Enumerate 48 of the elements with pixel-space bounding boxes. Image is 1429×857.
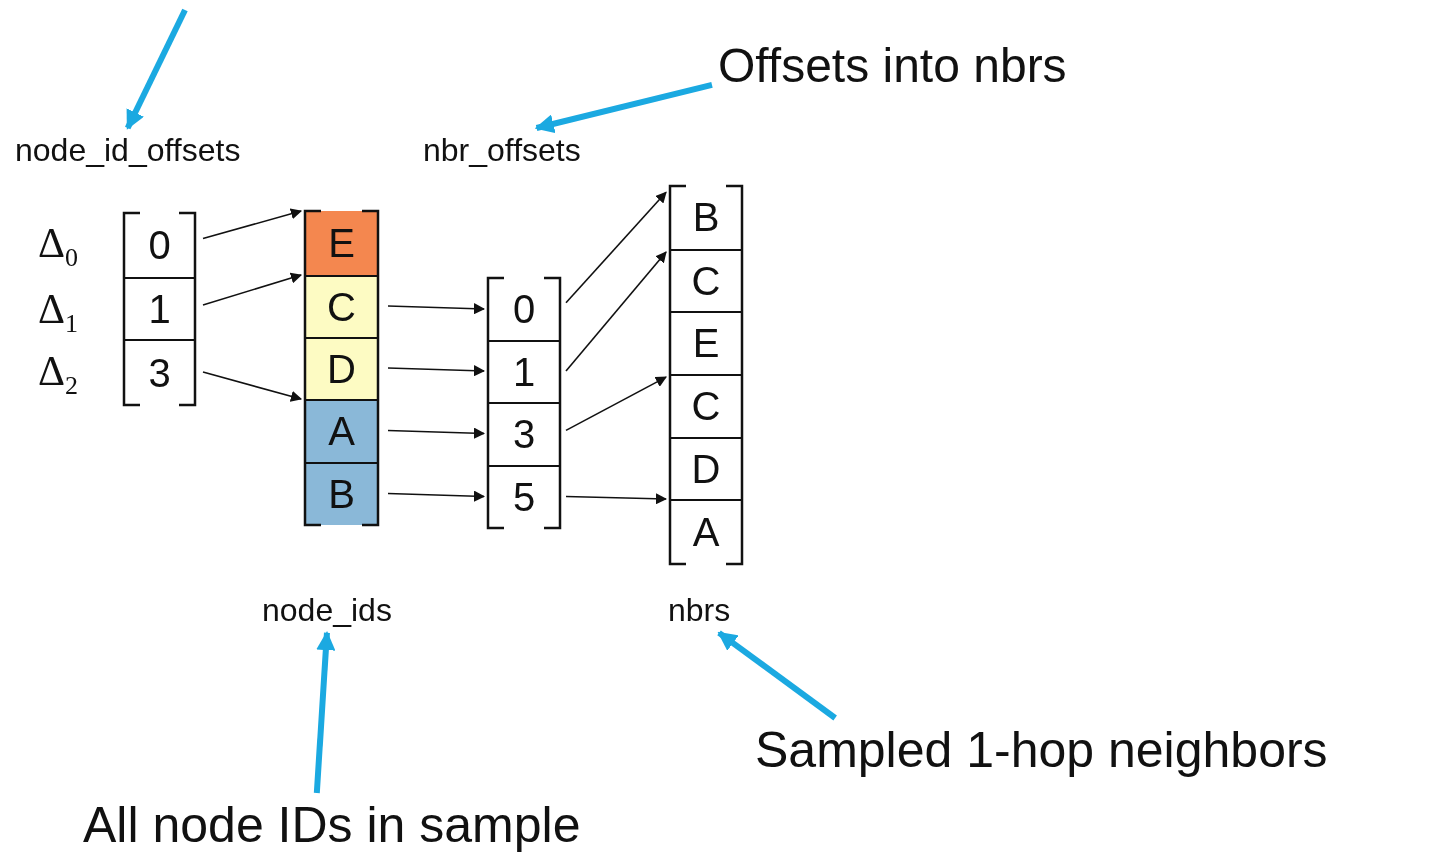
delta-label: Δ$_{2}$ — [38, 347, 78, 402]
arrow — [202, 272, 303, 306]
arrow — [387, 303, 486, 315]
array-cell — [305, 211, 378, 275]
cell-value: B — [328, 472, 355, 517]
arrow — [387, 427, 486, 439]
cell-value: D — [691, 446, 721, 492]
arrow — [202, 371, 303, 402]
cell-value: 0 — [148, 222, 171, 268]
arrow — [202, 208, 303, 240]
arrow — [387, 490, 486, 502]
variable-name-label: nbrs — [668, 592, 731, 629]
cell-value: E — [692, 321, 720, 366]
array-cell — [305, 399, 378, 462]
annotation-text: Offsets into nbrs — [718, 38, 1067, 94]
callout-arrow — [717, 630, 837, 721]
variable-name-label: nbr_offsets — [423, 132, 581, 169]
callout-arrow — [125, 8, 188, 130]
cell-value: C — [327, 284, 356, 330]
cell-value: 3 — [148, 350, 171, 396]
cell-value: A — [328, 409, 355, 454]
cell-value: 1 — [512, 349, 536, 395]
cell-value: 3 — [512, 412, 536, 457]
cell-value: 1 — [148, 286, 171, 332]
callout-arrow — [534, 82, 713, 134]
arrow — [387, 365, 486, 377]
array-cell — [305, 337, 378, 399]
annotation-text: Sampled 1-hop neighbors — [755, 722, 1328, 780]
array-cell — [305, 275, 378, 337]
arrow — [565, 251, 667, 372]
arrow — [565, 191, 667, 304]
cell-value: D — [327, 346, 356, 392]
annotation-text: All node IDs in sample — [83, 797, 581, 855]
cell-value: 5 — [512, 475, 536, 520]
variable-name-label: node_ids — [262, 592, 392, 629]
callout-arrow — [313, 630, 336, 794]
variable-name-label: node_id_offsets — [15, 132, 241, 169]
arrow — [565, 376, 667, 432]
cell-value: C — [691, 258, 721, 304]
cell-value: B — [692, 195, 720, 240]
arrow — [565, 493, 668, 505]
cell-value: C — [691, 384, 721, 429]
cell-value: 0 — [512, 286, 536, 332]
cell-value: E — [328, 220, 355, 266]
array-cell — [305, 462, 378, 525]
delta-label: Δ$_{0}$ — [38, 219, 78, 274]
delta-label: Δ$_{1}$ — [38, 285, 78, 340]
cell-value: A — [692, 510, 720, 555]
